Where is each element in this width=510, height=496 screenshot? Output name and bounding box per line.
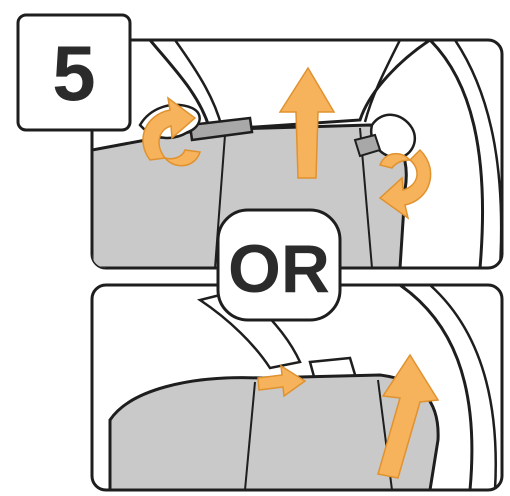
- step-number-box: 5: [18, 15, 130, 130]
- or-divider: OR: [218, 210, 340, 320]
- or-label: OR: [228, 231, 330, 307]
- step-number: 5: [52, 29, 95, 117]
